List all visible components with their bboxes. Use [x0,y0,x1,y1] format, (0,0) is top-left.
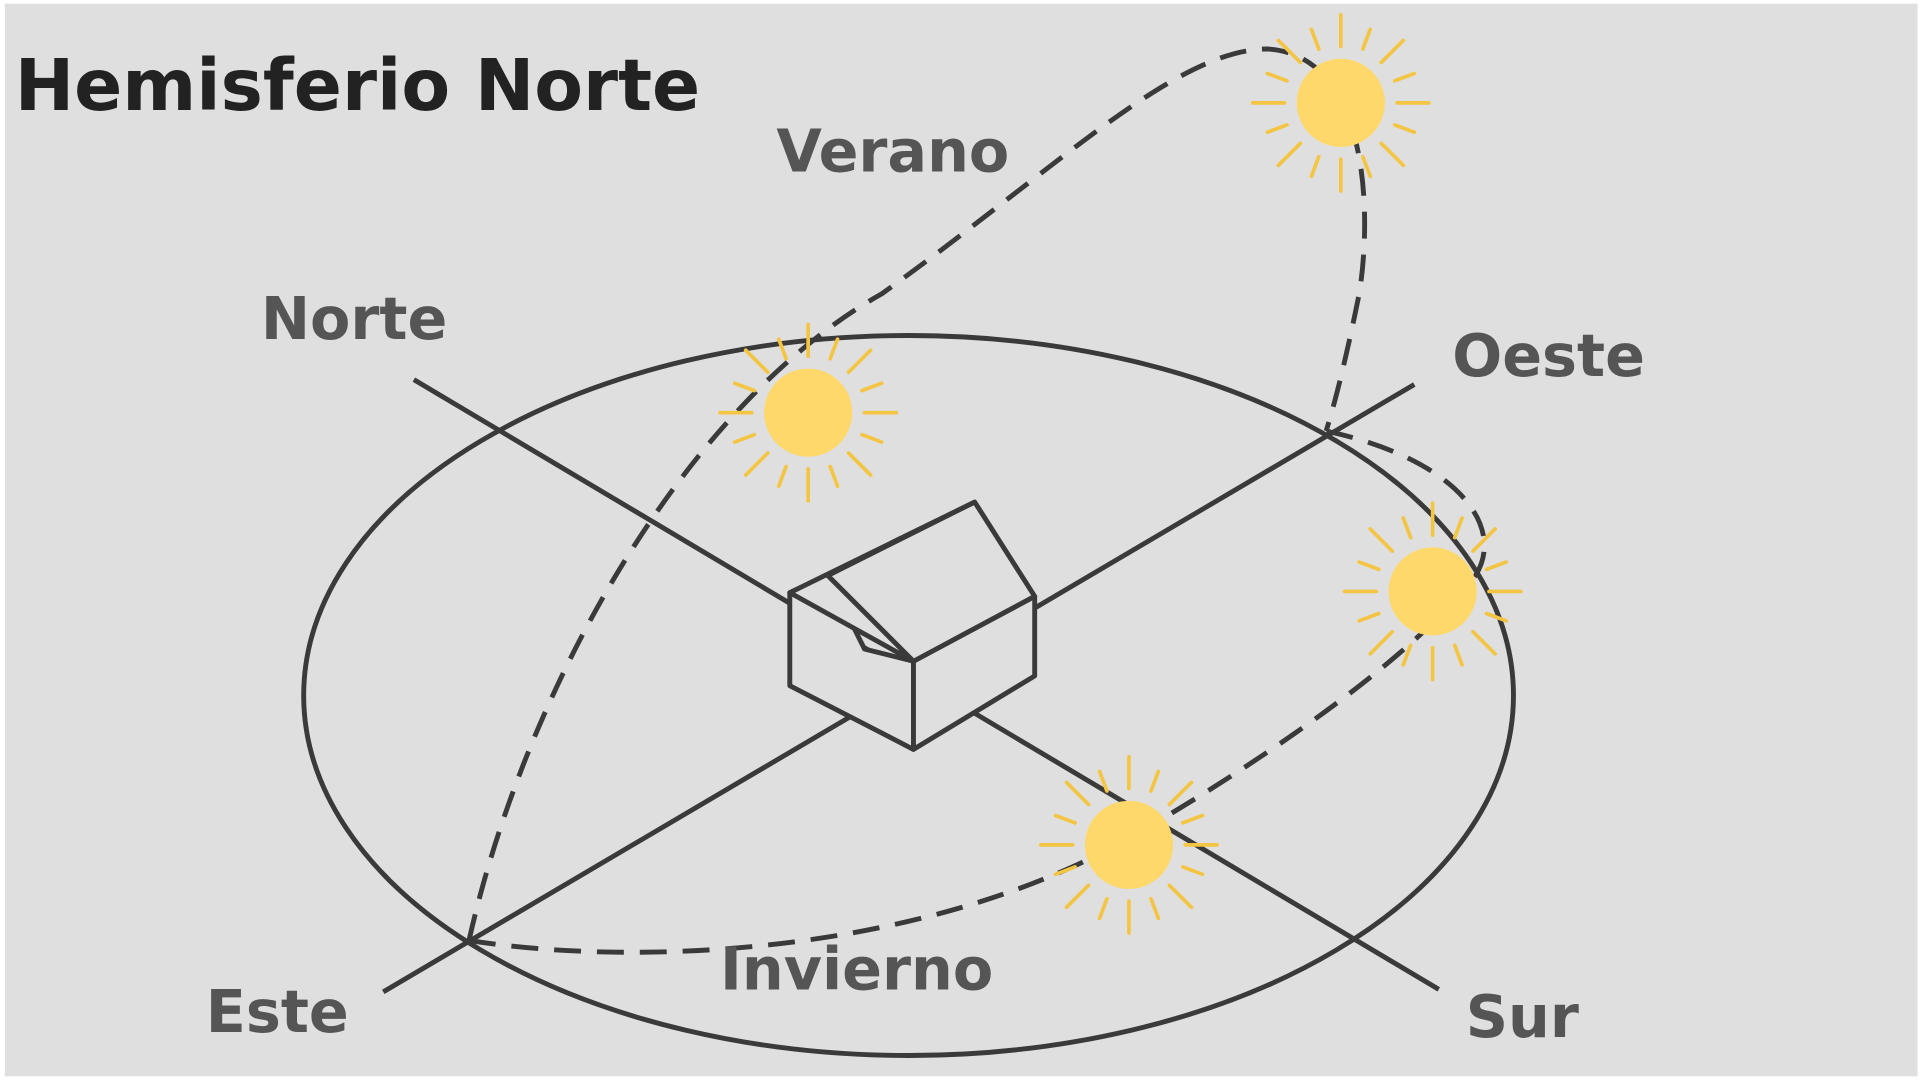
sun-icon [1250,12,1431,193]
west-label: Oeste [1452,321,1645,390]
summer-sun-path [466,46,1368,941]
south-label: Sur [1466,982,1579,1051]
horizon-ellipse [301,333,1516,1058]
diagram-title: Hemisferio Norte [15,44,701,127]
east-label: Este [206,977,349,1046]
house-icon [787,499,1038,752]
summer-label: Verano [776,116,1009,185]
sun-icon [1342,501,1523,682]
sun-icon [718,322,899,503]
north-label: Norte [261,284,447,353]
winter-sun-path [468,428,1487,955]
winter-label: Invierno [720,934,993,1003]
sun-icon [1038,754,1219,935]
